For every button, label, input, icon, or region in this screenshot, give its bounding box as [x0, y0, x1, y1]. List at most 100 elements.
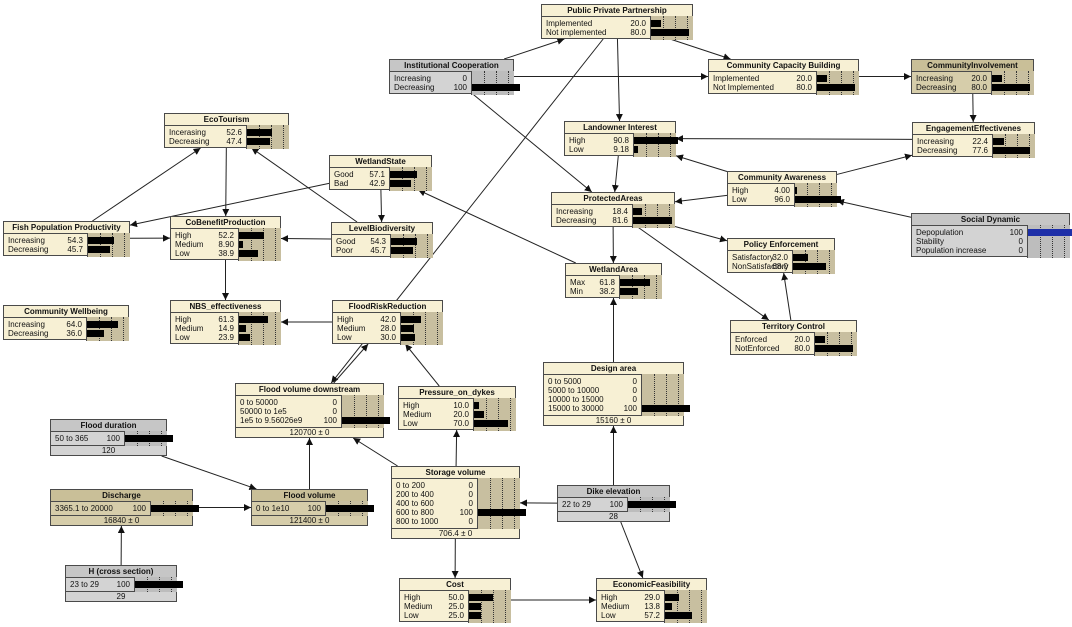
state-probability: 20.0 [453, 410, 469, 419]
state-label: Enforced [735, 335, 768, 344]
bar-background [632, 204, 675, 228]
state-label: 10000 to 15000 [548, 395, 604, 404]
gridline [403, 234, 404, 258]
node-title: CommunityInvolvement [912, 60, 1033, 72]
state-label: 15000 to 30000 [548, 404, 604, 413]
state-probability: 100 [1009, 228, 1023, 237]
state-probability: 0 [468, 481, 473, 490]
probability-bar [469, 612, 481, 619]
state-probability: 100 [116, 580, 130, 589]
node-title: Community Wellbeing [4, 306, 128, 318]
state-label: Bad [334, 179, 349, 188]
edge-fishpop-to-ecot [92, 147, 201, 222]
state-label: Poor [336, 246, 353, 255]
gridline [490, 478, 491, 529]
state-label: 23 to 29 [70, 580, 99, 589]
state-label: Low [569, 145, 584, 154]
probability-bar [651, 29, 689, 36]
state-label: Depopulation [916, 228, 964, 237]
gridline [508, 71, 509, 95]
node-title: Dike elevation [558, 486, 669, 498]
state-probability: 100 [623, 404, 637, 413]
state-row: High 52.2 [171, 231, 280, 240]
probability-bar [651, 20, 661, 27]
bar-background [477, 478, 520, 529]
probability-bar [239, 241, 243, 248]
probability-bar [795, 196, 841, 203]
state-probability: 8.90 [218, 240, 234, 249]
gridline [1052, 225, 1053, 258]
gridline [275, 228, 276, 261]
edge-socdyn-to-caware [836, 198, 912, 218]
probability-bar [88, 237, 114, 244]
gridline [251, 312, 252, 345]
edge-protareas-to-territory [637, 226, 770, 321]
probability-bar [817, 75, 827, 82]
state-label: Increasing [8, 236, 45, 245]
probability-bar [239, 316, 268, 323]
node-title: EconomicFeasibility [597, 579, 706, 591]
gridline [851, 332, 852, 356]
state-label: High [175, 231, 192, 240]
state-probability: 0 [332, 398, 337, 407]
state-probability: 47.4 [226, 137, 242, 146]
node-title: Fish Population Productivity [4, 222, 129, 234]
state-probability: 0 [1018, 237, 1023, 246]
state-probability: 100 [307, 504, 321, 513]
state-label: 0 to 200 [396, 481, 425, 490]
state-list: 23 to 29 100 [66, 577, 183, 592]
gridline [263, 312, 264, 345]
gridline [656, 275, 657, 299]
node-title: WetlandState [330, 156, 431, 168]
state-probability: 52.2 [218, 231, 234, 240]
